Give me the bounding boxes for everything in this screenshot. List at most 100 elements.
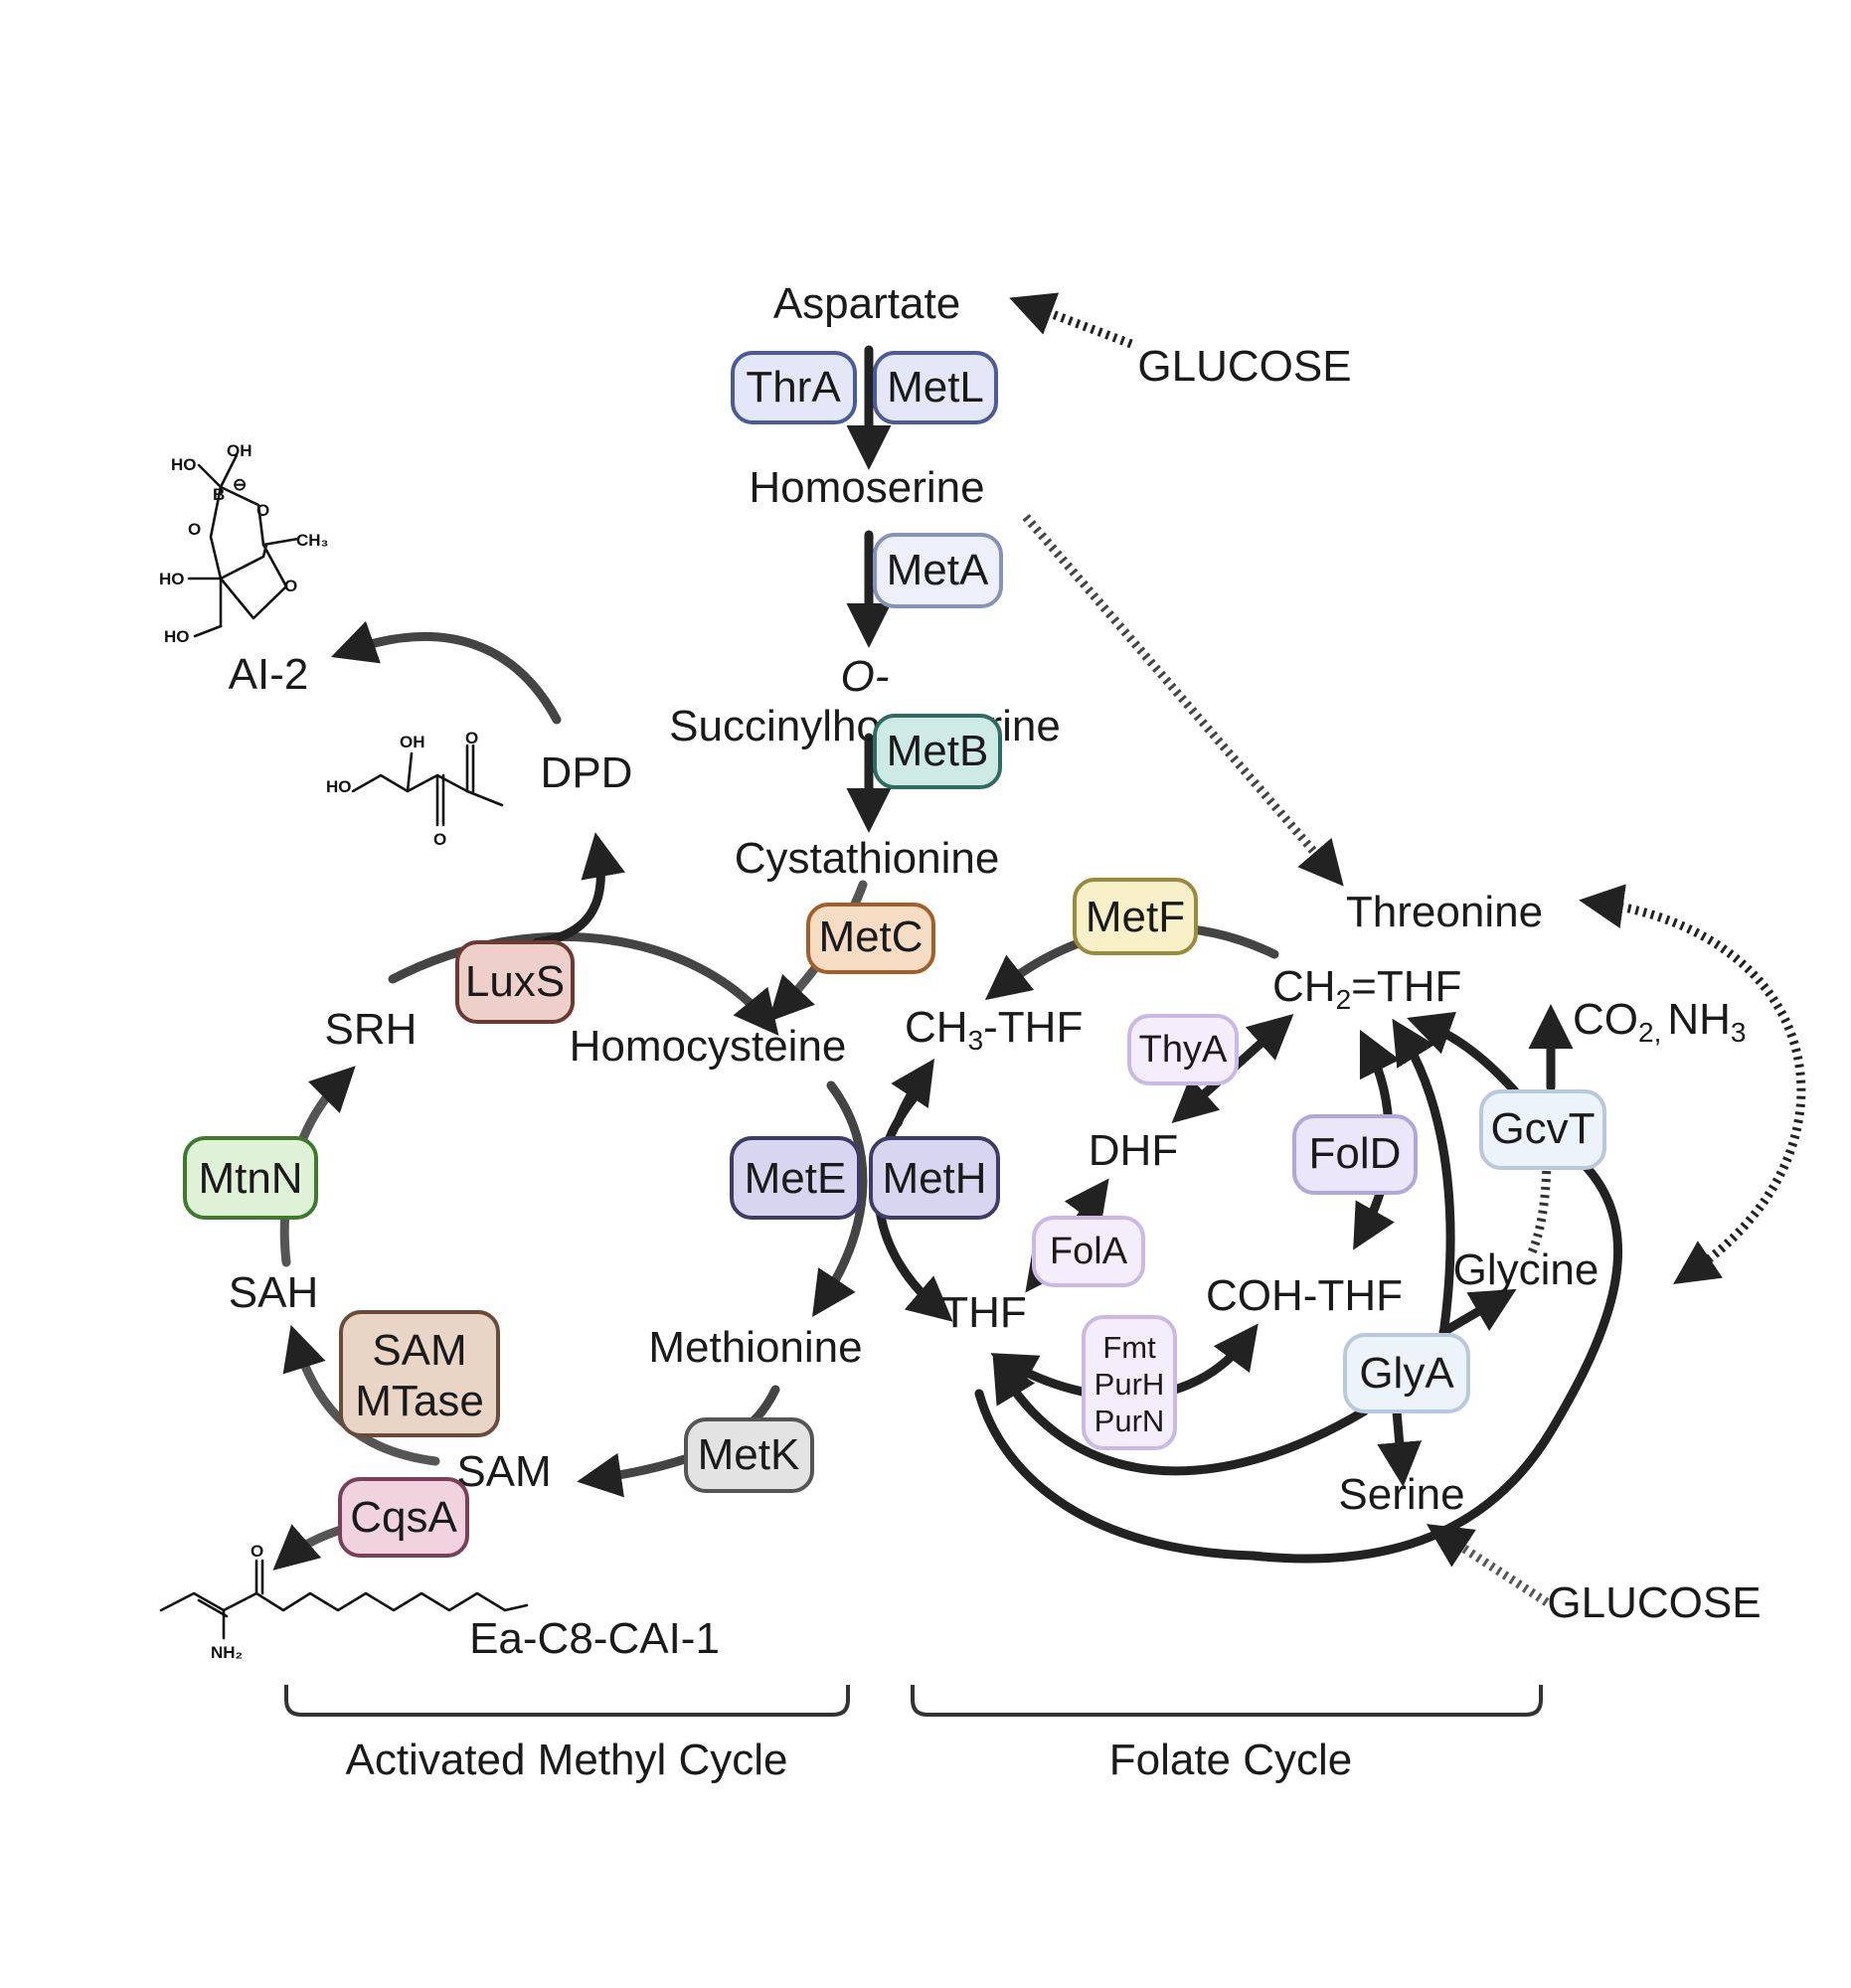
svg-text:MetF: MetF (1086, 893, 1185, 941)
metabolite-ch3-thf: CH3-THF (905, 1003, 1083, 1056)
metabolite-glycine: Glycine (1453, 1245, 1599, 1294)
arrow-glya-ch2thf (1392, 1018, 1455, 1365)
svg-text:MetC: MetC (818, 912, 923, 961)
enzyme-metl[interactable]: MetL (873, 351, 998, 424)
metabolite-sah: SAH (229, 1268, 318, 1317)
svg-text:Fmt: Fmt (1102, 1330, 1156, 1365)
enzyme-fola[interactable]: FolA (1032, 1216, 1145, 1287)
enzyme-thra[interactable]: ThrA (731, 351, 857, 424)
metabolite-glucose-top: GLUCOSE (1137, 342, 1351, 391)
ai2-ho-label: HO (171, 455, 197, 474)
arrow-dpd-ai2 (331, 620, 562, 725)
enzyme-metc[interactable]: MetC (806, 903, 935, 974)
metabolite-aspartate: Aspartate (773, 279, 960, 328)
metabolite-dpd: DPD (541, 748, 633, 797)
dpd-oh-label: OH (400, 733, 425, 751)
ai2-o-label-1: O (256, 501, 269, 520)
svg-text:PurH: PurH (1094, 1367, 1165, 1402)
metabolite-homoserine: Homoserine (749, 463, 984, 512)
svg-text:FolD: FolD (1309, 1129, 1402, 1178)
svg-text:FolA: FolA (1050, 1231, 1128, 1272)
svg-text:SAM: SAM (372, 1326, 466, 1375)
ai2-ch3-label: CH₃ (296, 531, 328, 550)
arrows (272, 292, 1806, 1606)
metabolite-sam: SAM (456, 1447, 551, 1496)
svg-text:ThyA: ThyA (1139, 1029, 1228, 1071)
cai1-o-label: O (251, 1542, 263, 1561)
arrow-glucose-serine (1426, 1524, 1550, 1606)
ai2-structure: HO OH B ⊖ O O CH₃ O HO HO (159, 441, 328, 646)
arrow-homoserine-threonine (1022, 514, 1344, 887)
arrow-mete-ch3thf (891, 1059, 934, 1128)
ai2-ho-label-2: HO (159, 570, 185, 588)
svg-text:MetB: MetB (887, 727, 989, 775)
svg-text:MetE: MetE (745, 1154, 847, 1203)
svg-text:GcvT: GcvT (1490, 1104, 1595, 1153)
metabolite-glucose-bottom: GLUCOSE (1547, 1578, 1761, 1627)
enzyme-metb[interactable]: MetB (873, 714, 1002, 789)
enzyme-luxs[interactable]: LuxS (455, 940, 575, 1024)
metabolite-coh-thf: COH-THF (1206, 1271, 1403, 1320)
metabolite-co2-nh3: CO2,NH3 (1573, 995, 1747, 1048)
metabolite-methionine: Methionine (648, 1323, 862, 1372)
ai2-b-label: B (213, 485, 225, 504)
metabolite-ai2: AI-2 (229, 650, 309, 699)
enzyme-gcvt[interactable]: GcvT (1479, 1089, 1606, 1170)
arrow-gcvt-glycine (1526, 1162, 1552, 1256)
cai1-structure: O NH₂ (159, 1542, 529, 1662)
enzyme-meta[interactable]: MetA (873, 533, 1003, 608)
enzyme-mtnn[interactable]: MtnN (183, 1136, 318, 1220)
arrow-glucose-aspartate (1009, 292, 1133, 349)
enzyme-fold[interactable]: FolD (1292, 1114, 1418, 1195)
metabolite-o-prefix: O- (841, 652, 890, 701)
bracket-folate (911, 1685, 1543, 1717)
svg-text:MetA: MetA (887, 546, 989, 594)
ai2-ho-label-3: HO (164, 627, 190, 646)
cycle-brackets: Activated Methyl Cycle Folate Cycle (284, 1685, 1543, 1784)
svg-text:LuxS: LuxS (465, 957, 565, 1006)
svg-text:MtnN: MtnN (198, 1154, 302, 1203)
arrow-glya-thf (992, 1356, 1369, 1476)
enzyme-fmt-purh-purn[interactable]: Fmt PurH PurN (1082, 1315, 1177, 1450)
svg-text:MetH: MetH (882, 1154, 986, 1203)
enzyme-glya[interactable]: GlyA (1343, 1333, 1470, 1413)
dpd-structure: HO OH O O (326, 729, 504, 849)
svg-text:PurN: PurN (1094, 1404, 1165, 1438)
enzyme-meth[interactable]: MetH (869, 1136, 1000, 1220)
cai1-nh2-label: NH₂ (211, 1643, 243, 1662)
metabolite-threonine: Threonine (1346, 888, 1543, 936)
enzymes: ThrA MetL MetA MetB MetC MetE MetH MetK (183, 351, 1606, 1558)
ai2-oh-label: OH (227, 441, 252, 460)
ai2-minus-label: ⊖ (233, 475, 247, 494)
enzyme-sam-mtase[interactable]: SAM MTase (339, 1310, 500, 1437)
label-activated-methyl-cycle: Activated Methyl Cycle (345, 1736, 787, 1784)
svg-text:ThrA: ThrA (746, 363, 841, 412)
metabolite-dhf: DHF (1089, 1126, 1178, 1175)
ai2-o-label-3: O (284, 577, 297, 595)
svg-text:CqsA: CqsA (350, 1493, 457, 1542)
enzyme-cqsa[interactable]: CqsA (338, 1477, 469, 1558)
arrow-glya-serine (1377, 1407, 1423, 1487)
metabolite-ea-c8-cai1: Ea-C8-CAI-1 (469, 1614, 720, 1663)
dpd-o-label-1: O (433, 830, 446, 849)
metabolite-ch2-thf: CH2=THF (1272, 962, 1461, 1015)
enzyme-mete[interactable]: MetE (730, 1136, 861, 1220)
arrow-luxs-dpd (532, 832, 625, 947)
bracket-activated-methyl (284, 1685, 850, 1717)
label-folate-cycle: Folate Cycle (1109, 1736, 1353, 1784)
arrow-glya-glycine (1438, 1288, 1517, 1337)
enzyme-thya[interactable]: ThyA (1127, 1014, 1239, 1085)
enzyme-metf[interactable]: MetF (1073, 878, 1198, 955)
metabolite-serine: Serine (1338, 1470, 1464, 1519)
arrow-homocysteine-methionine (812, 1080, 868, 1318)
svg-text:MTase: MTase (355, 1377, 484, 1425)
svg-text:MetL: MetL (887, 363, 984, 412)
enzyme-metk[interactable]: MetK (684, 1417, 814, 1493)
dpd-o-label-2: O (465, 729, 478, 747)
svg-text:MetK: MetK (698, 1430, 800, 1479)
metabolite-srh: SRH (325, 1005, 418, 1054)
ai2-o-label-2: O (188, 520, 201, 539)
arrow-threonine-glycine (1579, 884, 1806, 1285)
